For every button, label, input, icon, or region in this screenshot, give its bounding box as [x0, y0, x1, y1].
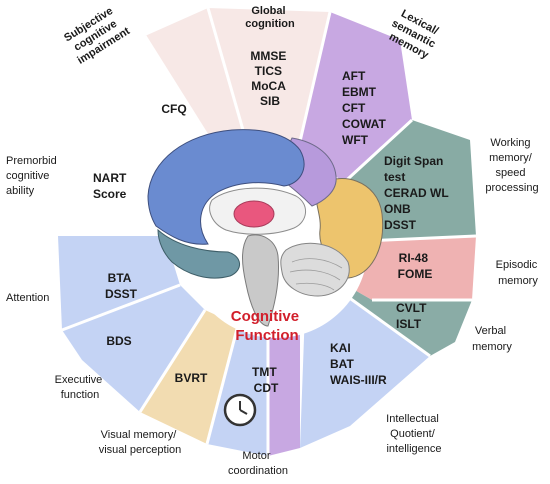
sector-global: [208, 8, 330, 245]
brain-frontal: [147, 129, 305, 245]
tests-motor: TMT CDT: [252, 365, 280, 395]
tests-intellectual: KAI BAT WAIS-III/R: [330, 341, 387, 387]
label-episodic: Episodic memory: [496, 259, 541, 287]
tests-visual: BVRT: [175, 371, 208, 385]
tests-subjective: CFQ: [161, 102, 186, 116]
label-intellectual: Intellectual Quotient/ intelligence: [386, 413, 442, 455]
sector-motor-right: [268, 320, 300, 456]
label-subjective: Subjective cognitive impairment: [62, 3, 133, 67]
label-motor: Motor coordination: [228, 450, 288, 477]
sector-motor-left: [207, 320, 268, 456]
label-premorbid: Premorbid cognitive ability: [6, 155, 60, 197]
label-attention: Attention: [6, 292, 49, 304]
brain-thalamus: [233, 200, 275, 228]
label-verbal: Verbal memory: [472, 325, 512, 353]
brain-temporal: [157, 228, 240, 279]
label-global: Global cognition: [245, 5, 295, 30]
tests-lexical: AFT EBMT CFT COWAT WFT: [342, 69, 389, 147]
sector-visual: [140, 310, 238, 444]
brainstem: [242, 234, 279, 327]
tests-executive: BDS: [106, 334, 131, 348]
label-working: Working memory/ speed processing: [485, 137, 538, 194]
cerebellum: [280, 242, 350, 297]
tests-global: MMSE TICS MoCA SIB: [250, 49, 289, 108]
center-title: Cognitive Function: [231, 308, 304, 344]
clock-icon: [223, 393, 257, 427]
tests-working: Digit Span test CERAD WL ONB DSST: [384, 154, 452, 232]
tests-attention: BTA DSST: [105, 271, 138, 301]
brain-illustration: [147, 129, 384, 327]
tests-premorbid: NART Score: [93, 171, 130, 201]
tests-verbal: CVLT ISLT: [396, 301, 430, 331]
label-executive: Executive function: [55, 374, 106, 401]
tests-episodic: RI-48 FOME: [398, 251, 433, 281]
sector-attention: [58, 236, 180, 330]
label-visual: Visual memory/ visual perception: [99, 429, 182, 456]
